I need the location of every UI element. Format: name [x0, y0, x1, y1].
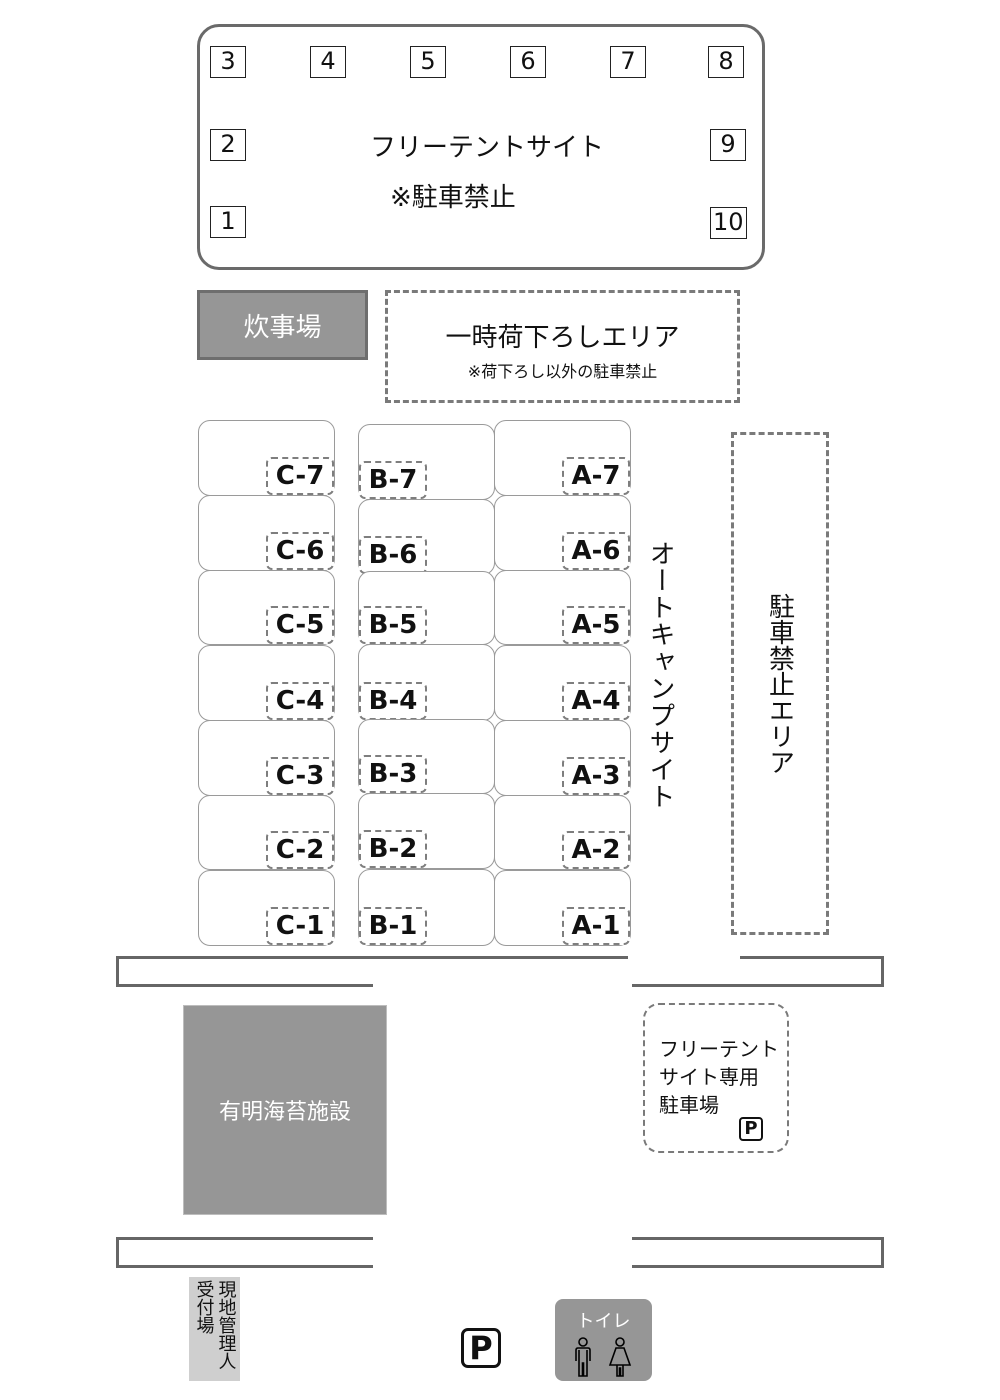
site-label: C-5 — [266, 606, 334, 644]
free-spot-9[interactable]: 9 — [710, 129, 746, 161]
site-label: B-4 — [359, 682, 427, 720]
free-spot-5[interactable]: 5 — [410, 46, 446, 78]
no-parking-area-label: 駐車禁止エリア — [764, 592, 795, 775]
unloading-area-title: 一時荷下ろしエリア — [445, 323, 680, 353]
site-C-7[interactable]: C-7 — [198, 420, 335, 496]
nori-facility-label: 有明海苔施設 — [218, 1100, 351, 1125]
site-C-1[interactable]: C-1 — [198, 870, 335, 946]
free-tent-parking-area[interactable]: フリーテント サイト専用 駐車場 P — [643, 1003, 789, 1153]
site-label: C-2 — [266, 831, 334, 869]
site-label: C-3 — [266, 757, 334, 795]
site-B-6[interactable]: B-6 — [358, 499, 495, 575]
site-label: B-6 — [359, 536, 427, 574]
site-A-3[interactable]: A-3 — [494, 720, 631, 796]
free-spot-10[interactable]: 10 — [710, 207, 747, 239]
female-icon — [608, 1337, 632, 1377]
site-label: C-4 — [266, 682, 334, 720]
unloading-area[interactable]: 一時荷下ろしエリア ※荷下ろし以外の駐車禁止 — [385, 290, 740, 403]
free-spot-3[interactable]: 3 — [210, 46, 246, 78]
reception[interactable]: 現地管理人 受付場 — [189, 1277, 240, 1381]
site-label: A-6 — [562, 532, 630, 570]
free-site-no-parking-note: ※駐車禁止 — [390, 183, 516, 213]
free-spot-8[interactable]: 8 — [708, 46, 744, 78]
free-spot-2[interactable]: 2 — [210, 129, 246, 161]
free-spot-7[interactable]: 7 — [610, 46, 646, 78]
site-label: B-2 — [359, 830, 427, 868]
parking-icon: P — [739, 1117, 763, 1141]
site-A-6[interactable]: A-6 — [494, 495, 631, 571]
site-C-2[interactable]: C-2 — [198, 795, 335, 870]
site-A-4[interactable]: A-4 — [494, 645, 631, 721]
toilet[interactable]: トイレ — [555, 1299, 652, 1381]
site-B-2[interactable]: B-2 — [358, 793, 495, 869]
site-label: C-1 — [266, 907, 334, 945]
site-C-3[interactable]: C-3 — [198, 720, 335, 796]
site-B-5[interactable]: B-5 — [358, 571, 495, 645]
site-label: A-1 — [562, 907, 630, 945]
site-A-5[interactable]: A-5 — [494, 570, 631, 645]
site-label: B-3 — [359, 755, 427, 793]
free-spot-6[interactable]: 6 — [510, 46, 546, 78]
male-icon — [575, 1337, 591, 1377]
cooking-area-label: 炊事場 — [243, 312, 322, 343]
site-label: A-5 — [562, 606, 630, 644]
site-B-1[interactable]: B-1 — [358, 869, 495, 946]
toilet-label: トイレ — [576, 1311, 631, 1332]
site-label: C-6 — [266, 532, 334, 570]
road-lower — [116, 1237, 884, 1269]
reception-line-1: 現地管理人 — [215, 1280, 237, 1370]
free-parking-line-2: サイト専用 — [659, 1065, 759, 1089]
site-label: B-7 — [359, 461, 427, 499]
site-label: A-7 — [562, 457, 630, 495]
site-label: A-3 — [562, 757, 630, 795]
free-site-title: フリーテントサイト — [370, 133, 605, 163]
cooking-area[interactable]: 炊事場 — [197, 290, 368, 360]
road-upper — [116, 956, 884, 988]
site-label: C-7 — [266, 457, 334, 495]
no-parking-area[interactable]: 駐車禁止エリア — [731, 432, 829, 935]
site-C-6[interactable]: C-6 — [198, 495, 335, 571]
reception-line-2: 受付場 — [193, 1280, 215, 1334]
site-label: A-2 — [562, 831, 630, 869]
site-label: B-1 — [359, 907, 427, 945]
site-C-4[interactable]: C-4 — [198, 645, 335, 721]
free-parking-line-1: フリーテント — [659, 1037, 779, 1061]
auto-camp-site-label: オートキャンプサイト — [645, 540, 675, 810]
site-B-7[interactable]: B-7 — [358, 424, 495, 500]
free-tent-site[interactable]: 3 4 5 6 7 8 2 9 1 10 フリーテントサイト ※駐車禁止 — [197, 24, 765, 270]
unloading-area-note: ※荷下ろし以外の駐車禁止 — [467, 362, 658, 381]
site-B-3[interactable]: B-3 — [358, 719, 495, 794]
site-A-1[interactable]: A-1 — [494, 870, 631, 946]
site-A-2[interactable]: A-2 — [494, 795, 631, 870]
site-C-5[interactable]: C-5 — [198, 570, 335, 645]
ariake-nori-facility[interactable]: 有明海苔施設 — [183, 1005, 387, 1215]
site-label: B-5 — [359, 606, 427, 644]
free-spot-4[interactable]: 4 — [310, 46, 346, 78]
site-A-7[interactable]: A-7 — [494, 420, 631, 496]
free-parking-line-3: 駐車場 — [659, 1093, 719, 1117]
parking-icon[interactable]: P — [461, 1328, 501, 1368]
site-label: A-4 — [562, 682, 630, 720]
free-spot-1[interactable]: 1 — [210, 206, 246, 238]
site-B-4[interactable]: B-4 — [358, 644, 495, 721]
